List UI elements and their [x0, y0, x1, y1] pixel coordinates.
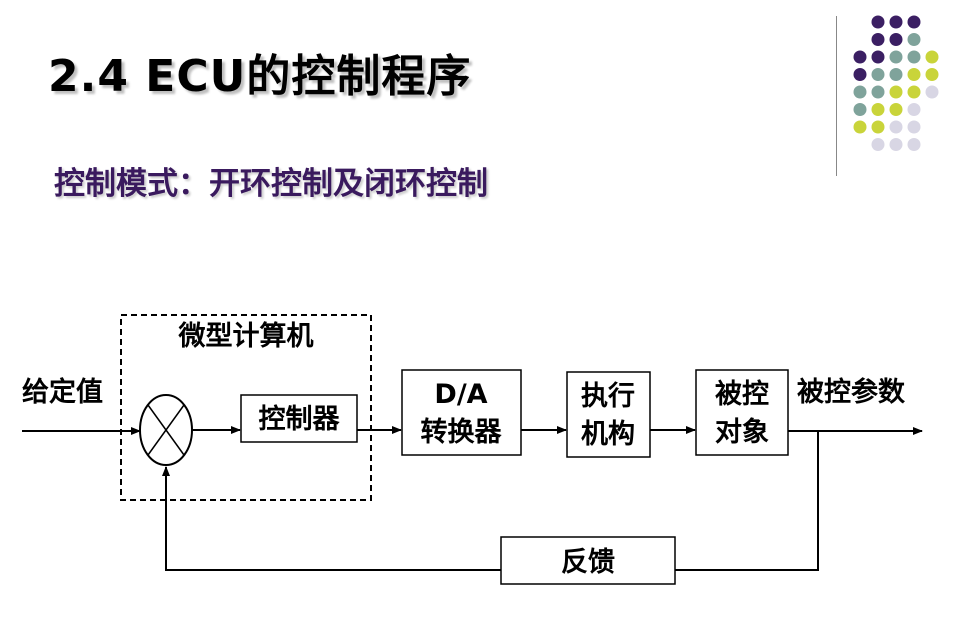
decorative-dot	[853, 120, 867, 134]
decorative-dot	[889, 120, 903, 134]
decorative-dot	[925, 85, 939, 99]
feedback-path-right	[675, 431, 819, 571]
feedback-path-left	[162, 466, 501, 571]
decorative-dot	[925, 50, 939, 64]
decorative-dot	[925, 68, 939, 81]
decorative-dot-grid	[853, 15, 939, 151]
decorative-dot	[907, 15, 921, 29]
microcomputer-boundary	[120, 314, 372, 501]
decorative-dot	[889, 85, 903, 99]
decorative-dot	[889, 103, 903, 116]
da-converter-block	[401, 369, 522, 456]
decorative-dot	[907, 50, 921, 64]
decorative-dot	[889, 68, 903, 81]
decorative-dot	[907, 103, 921, 116]
decorative-dot	[871, 120, 885, 134]
decorative-dot	[871, 15, 885, 29]
microcomputer-label: 微型计算机	[178, 320, 314, 352]
decorative-dot	[889, 138, 903, 151]
decorative-dot	[889, 50, 903, 64]
decorative-dot	[871, 103, 885, 116]
decorative-dot	[853, 68, 867, 81]
decorative-dot	[907, 68, 921, 81]
da-label-line2: 转换器	[421, 417, 503, 448]
slide-title: 2.4 ECU的控制程序	[48, 51, 472, 102]
feedback-label: 反馈	[561, 547, 615, 578]
decorative-divider	[836, 16, 837, 176]
decorative-dot	[907, 33, 921, 46]
plant-block	[695, 369, 789, 456]
decorative-dot	[853, 50, 867, 64]
decorative-dot	[907, 85, 921, 99]
da-label-line1: D/A	[434, 379, 487, 410]
summing-junction	[139, 394, 193, 466]
actuator-block	[566, 371, 651, 458]
decorative-dot	[871, 50, 885, 64]
decorative-dot	[889, 15, 903, 29]
actuator-label-line2: 机构	[581, 419, 635, 450]
slide-subtitle: 控制模式：开环控制及闭环控制	[54, 166, 488, 202]
decorative-dot	[871, 33, 885, 46]
controller-label: 控制器	[259, 404, 341, 435]
decorative-dot	[853, 85, 867, 99]
plant-label-line1: 被控	[715, 379, 769, 410]
decorative-dot	[907, 120, 921, 134]
decorative-dot	[871, 68, 885, 81]
plant-label-line2: 对象	[715, 416, 769, 448]
actuator-label-line1: 执行	[581, 380, 635, 412]
feedback-block	[500, 536, 676, 585]
input-label: 给定值	[22, 376, 103, 408]
output-label: 被控参数	[797, 376, 906, 408]
decorative-dot	[871, 138, 885, 151]
decorative-dot	[889, 33, 903, 46]
decorative-dot	[907, 138, 921, 151]
decorative-dot	[871, 85, 885, 99]
controller-block	[240, 394, 358, 443]
decorative-dot	[853, 103, 867, 116]
